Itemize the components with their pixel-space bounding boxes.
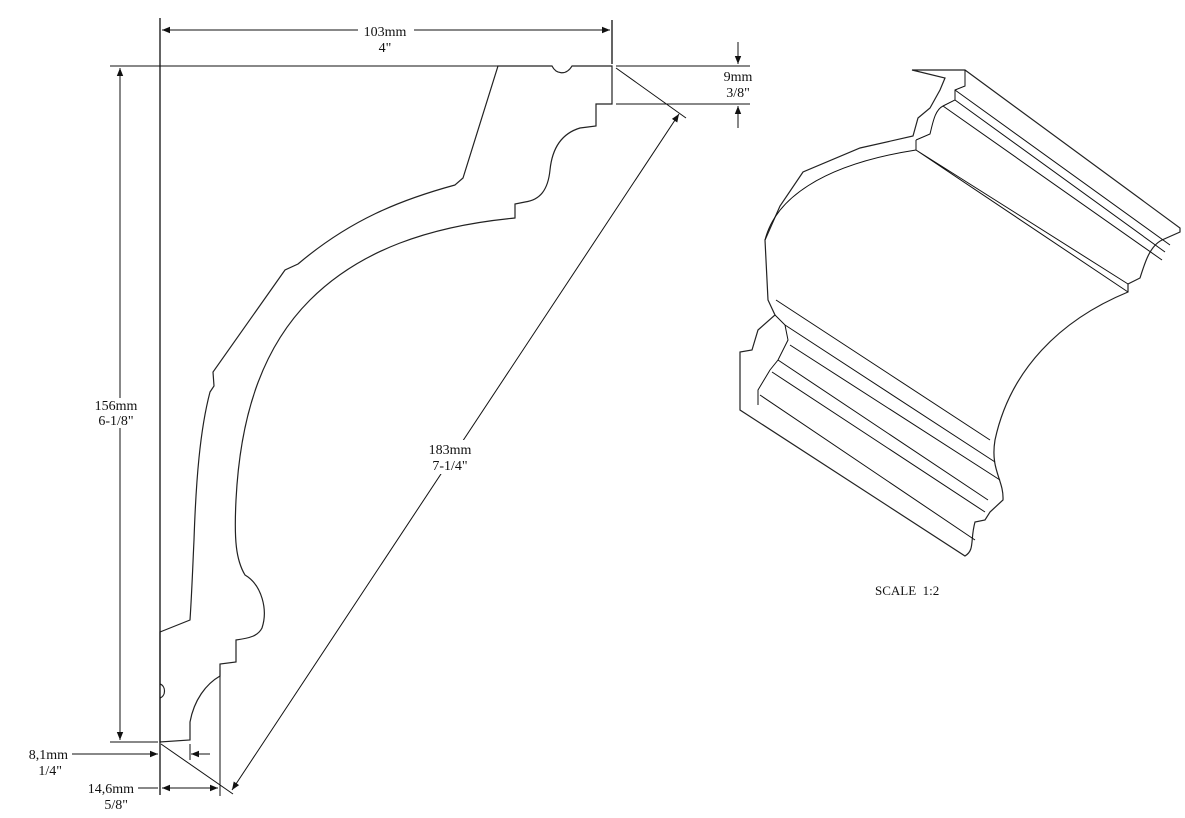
top-step-in-label: 3/8" — [726, 86, 750, 101]
bottom-step-mm-label: 8,1mm — [29, 748, 68, 763]
width-mm-label: 103mm — [364, 25, 407, 40]
diagonal-in-label: 7-1/4" — [432, 459, 467, 474]
height-in-label: 6-1/8" — [98, 414, 133, 429]
scale-label: SCALE 1:2 — [875, 583, 939, 598]
bottom-width-mm-label: 14,6mm — [88, 782, 134, 797]
isometric-view — [739, 69, 1181, 557]
height-mm-label: 156mm — [95, 399, 138, 414]
bottom-width-in-label: 5/8" — [104, 798, 128, 813]
bottom-step-in-label: 1/4" — [38, 764, 62, 779]
top-step-mm-label: 9mm — [724, 70, 753, 85]
profile-notch — [159, 683, 166, 699]
width-in-label: 4" — [379, 41, 392, 56]
molding-profile — [159, 65, 613, 743]
diagonal-mm-label: 183mm — [429, 443, 472, 458]
